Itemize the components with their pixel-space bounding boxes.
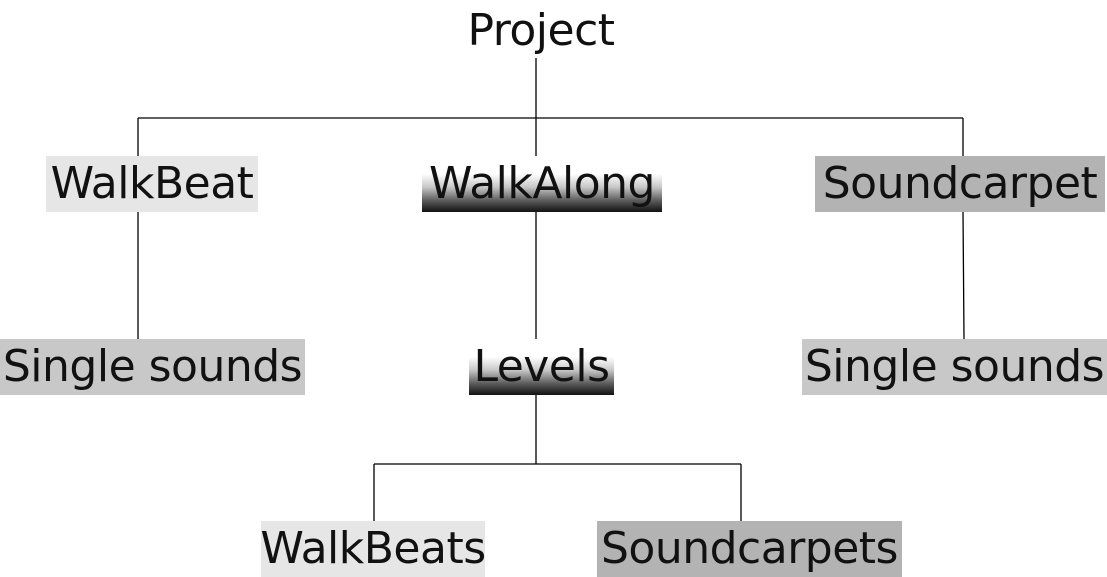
node-project: Project xyxy=(458,4,624,58)
node-soundcarpets-label: Soundcarpets xyxy=(601,523,898,574)
connector-soundcarpet-to-single xyxy=(962,211,965,340)
node-soundcarpet-single-sounds: Single sounds xyxy=(802,339,1107,395)
node-walkbeats: WalkBeats xyxy=(260,521,486,577)
node-walkbeats-label: WalkBeats xyxy=(260,523,486,574)
node-walkbeat: WalkBeat xyxy=(46,156,258,212)
node-levels-label: Levels xyxy=(473,341,610,392)
node-soundcarpet: Soundcarpet xyxy=(815,156,1105,212)
node-soundcarpet-single-sounds-label: Single sounds xyxy=(804,341,1105,392)
node-project-label: Project xyxy=(467,5,615,56)
node-levels: Levels xyxy=(469,339,614,395)
node-walkbeat-single-sounds: Single sounds xyxy=(0,339,305,395)
node-walkalong: WalkAlong xyxy=(422,156,662,212)
node-walkbeat-label: WalkBeat xyxy=(50,158,254,209)
node-soundcarpet-label: Soundcarpet xyxy=(822,158,1098,209)
node-walkalong-label: WalkAlong xyxy=(429,158,655,209)
node-soundcarpets: Soundcarpets xyxy=(597,521,902,577)
node-walkbeat-single-sounds-label: Single sounds xyxy=(2,341,303,392)
